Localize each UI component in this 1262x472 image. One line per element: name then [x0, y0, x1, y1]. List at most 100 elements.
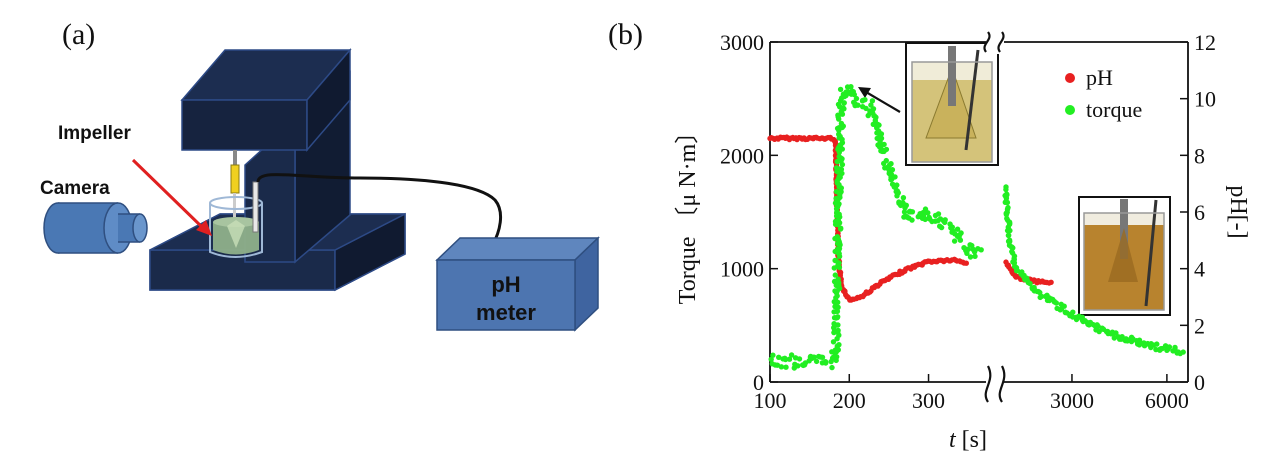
- torque-point: [832, 257, 838, 264]
- torque-point: [894, 182, 900, 188]
- torque-point: [836, 260, 842, 266]
- torque-point: [836, 342, 842, 348]
- chart-legend: pH torque: [1065, 65, 1142, 122]
- pH-point: [1048, 279, 1054, 285]
- torque-point: [886, 162, 893, 168]
- torque-point: [900, 195, 907, 201]
- torque-point: [832, 272, 838, 278]
- torque-point: [837, 133, 843, 140]
- panel-b-label: (b): [608, 18, 643, 51]
- torque-point: [823, 360, 829, 366]
- beaker: [209, 196, 263, 258]
- torque-point: [850, 89, 856, 95]
- y-left-tick-label: 3000: [720, 30, 764, 55]
- torque-point: [889, 167, 896, 173]
- torque-point: [796, 356, 803, 362]
- torque-point: [833, 195, 839, 202]
- torque-point: [835, 327, 841, 334]
- torque-point: [834, 354, 840, 360]
- torque-point: [950, 228, 956, 234]
- torque-point: [833, 315, 839, 321]
- legend-marker-torque: [1065, 105, 1075, 115]
- torque-point: [831, 329, 837, 336]
- torque-point: [1061, 303, 1067, 309]
- torque-point: [1003, 210, 1009, 217]
- x-tick-label: 200: [833, 388, 866, 413]
- torque-point: [870, 121, 876, 128]
- y-right-tick-label: 8: [1194, 143, 1205, 168]
- x-axis-title-unit: [s]: [962, 427, 987, 453]
- torque-point: [834, 159, 841, 165]
- torque-point: [1014, 268, 1021, 274]
- torque-point: [783, 364, 789, 370]
- torque-point: [883, 157, 889, 164]
- torque-point: [961, 245, 967, 251]
- torque-point: [877, 138, 883, 145]
- torque-point: [873, 114, 879, 121]
- torque-point: [817, 354, 824, 360]
- ph-meter-label-2: meter: [476, 300, 536, 325]
- torque-point: [1113, 330, 1119, 336]
- torque-point: [903, 202, 909, 208]
- torque-point: [837, 226, 844, 232]
- y-right-tick-label: 10: [1194, 87, 1216, 112]
- torque-point: [834, 336, 840, 342]
- camera-label: Camera: [40, 178, 110, 199]
- torque-point: [835, 299, 841, 305]
- y-left-tick-label: 2000: [720, 143, 764, 168]
- torque-point: [888, 176, 894, 183]
- torque-point: [889, 181, 896, 187]
- x-tick-label: 100: [754, 388, 787, 413]
- torque-point: [832, 248, 838, 255]
- torque-point: [1180, 349, 1186, 355]
- torque-point: [881, 141, 887, 148]
- torque-point: [1111, 335, 1117, 341]
- torque-point: [835, 276, 841, 282]
- y-left-tick-label: 0: [753, 370, 764, 395]
- torque-point: [951, 238, 958, 244]
- torque-point: [833, 290, 840, 296]
- torque-point: [835, 112, 841, 118]
- x-axis-title: t[s]: [949, 427, 987, 453]
- torque-point: [925, 210, 931, 216]
- torque-point: [1172, 346, 1178, 352]
- torque-point: [1038, 293, 1045, 300]
- torque-point: [835, 202, 842, 208]
- y-right-tick-label: 4: [1194, 257, 1205, 282]
- torque-point: [838, 109, 844, 115]
- impeller-label: Impeller: [58, 123, 131, 144]
- torque-point: [967, 254, 974, 260]
- camera: [43, 202, 148, 254]
- torque-point: [1003, 198, 1009, 205]
- torque-point: [848, 84, 854, 90]
- torque-point: [892, 174, 898, 180]
- apparatus-diagram: pH meter Camera Impeller: [40, 47, 600, 332]
- torque-point: [837, 86, 844, 93]
- torque-point: [852, 102, 858, 109]
- pH-point: [963, 260, 969, 266]
- legend-label-torque: torque: [1086, 97, 1142, 122]
- torque-point: [833, 165, 840, 171]
- torque-point: [865, 112, 871, 119]
- torque-point: [813, 358, 820, 365]
- y-right-axis-title: pH[-]: [1225, 185, 1251, 238]
- torque-point: [954, 226, 961, 232]
- torque-point: [836, 153, 842, 160]
- torque-point: [838, 120, 845, 127]
- inset-arrow: [858, 87, 901, 113]
- torque-point: [942, 217, 948, 223]
- torque-point: [1070, 309, 1076, 315]
- panel-a-label: (a): [62, 18, 96, 51]
- torque-point: [788, 352, 795, 358]
- torque-point: [811, 354, 817, 360]
- torque-point: [800, 362, 806, 369]
- inset-photo-low-torque: [1078, 196, 1171, 316]
- torque-point: [841, 93, 848, 100]
- impeller: [230, 150, 240, 223]
- torque-point: [776, 354, 782, 360]
- torque-point: [1154, 341, 1160, 347]
- legend-label-ph: pH: [1086, 65, 1113, 90]
- torque-point: [887, 171, 893, 177]
